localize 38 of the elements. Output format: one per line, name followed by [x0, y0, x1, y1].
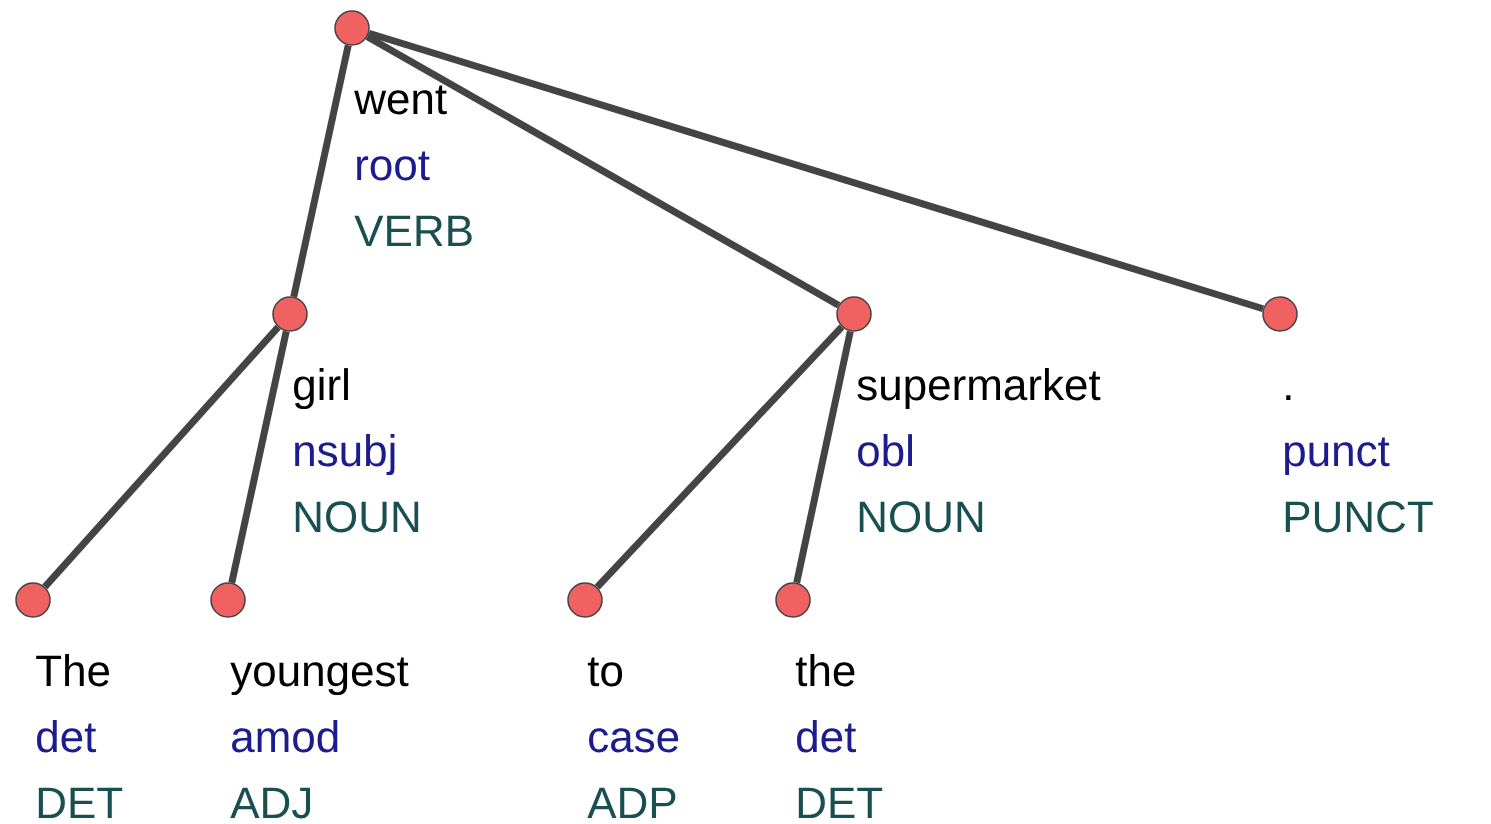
relation-label: punct	[1285, 437, 1390, 476]
word-label: supermarket	[857, 368, 1101, 410]
pos-tag: ADJ	[230, 787, 311, 819]
tree-node-dot	[1262, 296, 1298, 332]
tree-node-dot	[836, 296, 872, 332]
pos-tag: PUNCT	[1285, 501, 1433, 533]
relation-label: det	[797, 720, 857, 753]
tree-node-dot	[272, 296, 308, 332]
word-label: went	[354, 85, 447, 115]
tree-edge	[290, 44, 352, 298]
tree-edge	[42, 324, 281, 590]
relation-label: amod	[232, 720, 338, 753]
word-label: to	[587, 657, 623, 687]
word-label: .	[1286, 395, 1291, 400]
pos-tag: VERB	[354, 215, 472, 246]
tree-node-dot	[15, 582, 51, 618]
relation-label: obl	[858, 434, 912, 467]
word-label: the	[795, 654, 855, 687]
tree-node-dot	[210, 582, 246, 618]
pos-tag: NOUN	[295, 501, 419, 533]
tree-node-dot	[775, 582, 811, 618]
pos-tag: NOUN	[859, 501, 983, 533]
relation-label: root	[357, 151, 430, 181]
relation-label: det	[37, 720, 97, 753]
tree-edge	[367, 29, 1265, 313]
pos-tag: ADP	[587, 787, 676, 818]
pos-tag: DET	[798, 787, 883, 818]
pos-tag: DET	[38, 787, 123, 818]
word-label: girl	[294, 368, 348, 410]
tree-edge	[228, 330, 290, 584]
tree-node-dot	[567, 582, 603, 618]
tree-edge	[594, 324, 845, 590]
relation-label: nsubj	[295, 434, 395, 476]
relation-label: case	[589, 728, 679, 753]
tree-node-dot	[334, 10, 370, 46]
word-label: The	[36, 654, 110, 687]
tree-edge	[793, 330, 854, 584]
word-label: youngest	[230, 657, 409, 696]
